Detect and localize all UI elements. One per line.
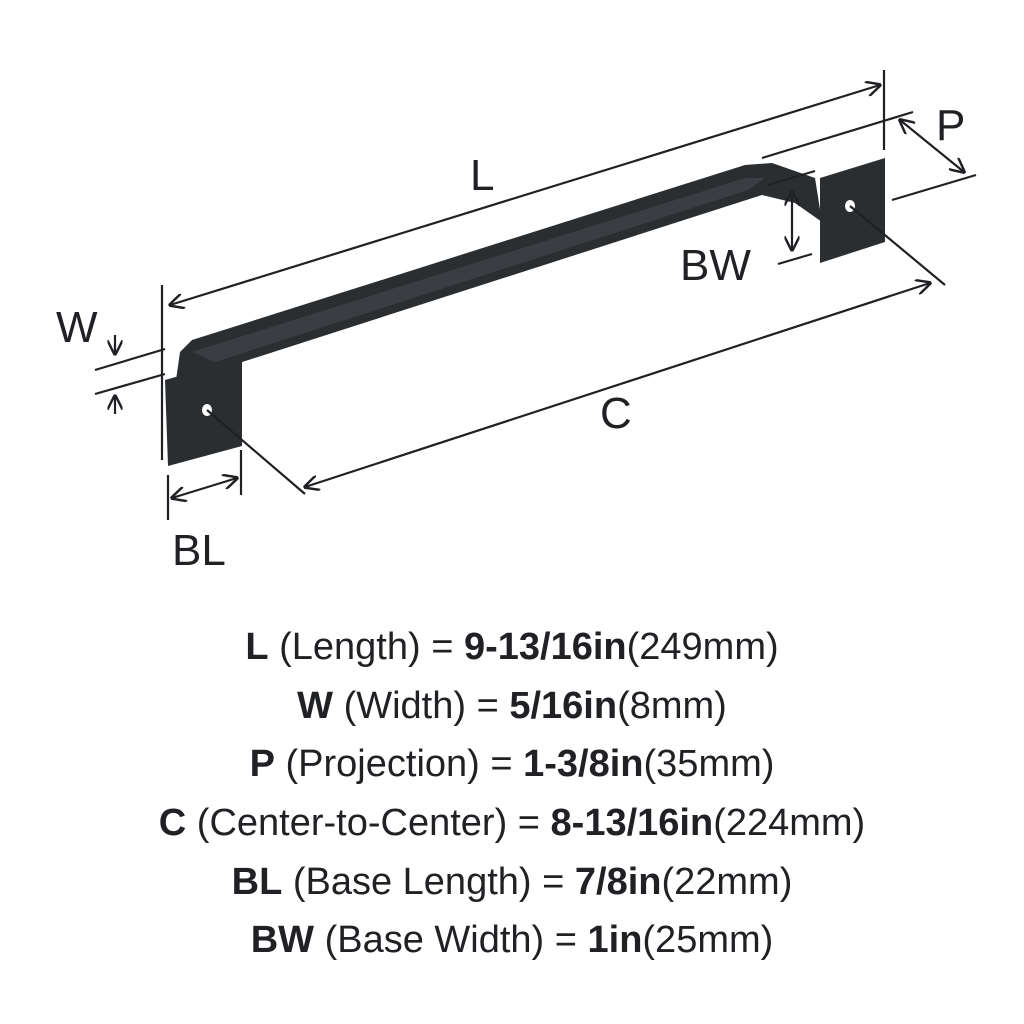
cabinet-pull-handle xyxy=(165,158,885,466)
spec-imperial: 7/8in xyxy=(574,860,662,903)
spec-imperial: 5/16in xyxy=(509,684,618,727)
spec-row-length: L (Length) = 9-13/16in(249mm) xyxy=(0,618,1024,677)
label-width: W xyxy=(56,303,98,352)
spec-imperial: 8-13/16in xyxy=(550,802,714,845)
dimension-lines xyxy=(94,70,977,520)
spec-list: L (Length) = 9-13/16in(249mm) W (Width) … xyxy=(0,618,1024,970)
spec-metric: (224mm) xyxy=(713,802,866,845)
spec-metric: (35mm) xyxy=(643,743,775,786)
spec-metric: (8mm) xyxy=(617,684,727,727)
spec-imperial: 9-13/16in xyxy=(463,626,627,668)
spec-name: (Length) = xyxy=(279,626,454,668)
spec-imperial: 1in xyxy=(587,919,643,962)
spec-row-projection: P (Projection) = 1-3/8in(35mm) xyxy=(0,735,1024,794)
label-center-to-center: C xyxy=(600,389,632,438)
spec-code: C xyxy=(158,802,187,845)
spec-imperial: 1-3/8in xyxy=(523,743,644,786)
spec-metric: (22mm) xyxy=(661,860,793,903)
spec-name: (Base Length) = xyxy=(292,860,565,903)
spec-row-base-width: BW (Base Width) = 1in(25mm) xyxy=(0,911,1024,970)
spec-row-width: W (Width) = 5/16in(8mm) xyxy=(0,677,1024,736)
spec-metric: (249mm) xyxy=(626,626,779,668)
spec-name: (Projection) = xyxy=(285,743,513,786)
spec-code: BW xyxy=(250,919,314,962)
spec-name: (Center-to-Center) = xyxy=(196,802,540,845)
label-length: L xyxy=(470,151,494,200)
label-base-width: BW xyxy=(680,241,751,290)
label-base-length: BL xyxy=(172,526,226,575)
label-projection: P xyxy=(936,101,965,150)
spec-code: BL xyxy=(231,860,283,903)
spec-name: (Width) = xyxy=(343,684,499,727)
spec-row-base-length: BL (Base Length) = 7/8in(22mm) xyxy=(0,853,1024,912)
spec-code: W xyxy=(297,684,334,727)
handle-dimension-diagram: L P BW W C BL xyxy=(56,70,977,575)
spec-name: (Base Width) = xyxy=(324,919,577,962)
spec-row-center-to-center: C (Center-to-Center) = 8-13/16in(224mm) xyxy=(0,794,1024,853)
spec-metric: (25mm) xyxy=(642,919,774,962)
spec-code: L xyxy=(245,626,269,668)
spec-code: P xyxy=(249,743,275,786)
